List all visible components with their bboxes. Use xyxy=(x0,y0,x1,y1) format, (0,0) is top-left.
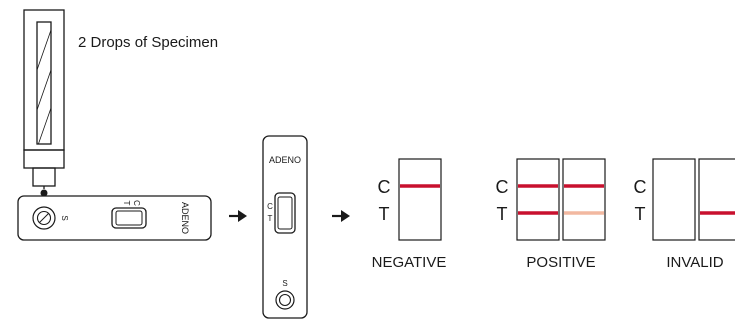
t-label: T xyxy=(497,204,508,224)
brand-label-h: ADENO xyxy=(180,202,190,234)
instruction-text: 2 Drops of Specimen xyxy=(78,34,218,51)
cassette-vertical: ADENO C T S xyxy=(263,136,307,318)
result-negative: C T NEGATIVE xyxy=(372,159,447,271)
result-label-positive: POSITIVE xyxy=(526,254,595,271)
result-label-negative: NEGATIVE xyxy=(372,254,447,271)
result-positive: C T POSITIVE xyxy=(496,159,606,271)
t-label: T xyxy=(379,204,390,224)
test-strip xyxy=(517,159,559,240)
window-c-label-h: C xyxy=(132,200,141,206)
test-strip xyxy=(699,159,735,240)
well-label-h: S xyxy=(60,215,69,220)
well-label-v: S xyxy=(282,279,287,288)
arrow-icon xyxy=(332,210,350,222)
c-label: C xyxy=(496,177,509,197)
test-strip xyxy=(399,159,441,240)
result-label-invalid: INVALID xyxy=(666,254,723,271)
window-t-label-h: T xyxy=(122,201,131,206)
t-label: T xyxy=(635,204,646,224)
window-c-label-v: C xyxy=(267,202,273,211)
dropper-illustration xyxy=(24,10,64,197)
arrow-icon xyxy=(229,210,247,222)
brand-label-v: ADENO xyxy=(269,155,301,165)
c-label: C xyxy=(378,177,391,197)
sample-well-icon xyxy=(276,291,294,309)
test-strip xyxy=(653,159,695,240)
test-strip xyxy=(563,159,605,240)
result-invalid: C T INVALID xyxy=(634,159,735,271)
cassette-horizontal: S C T ADENO xyxy=(18,196,211,240)
c-label: C xyxy=(634,177,647,197)
window-t-label-v: T xyxy=(268,214,273,223)
